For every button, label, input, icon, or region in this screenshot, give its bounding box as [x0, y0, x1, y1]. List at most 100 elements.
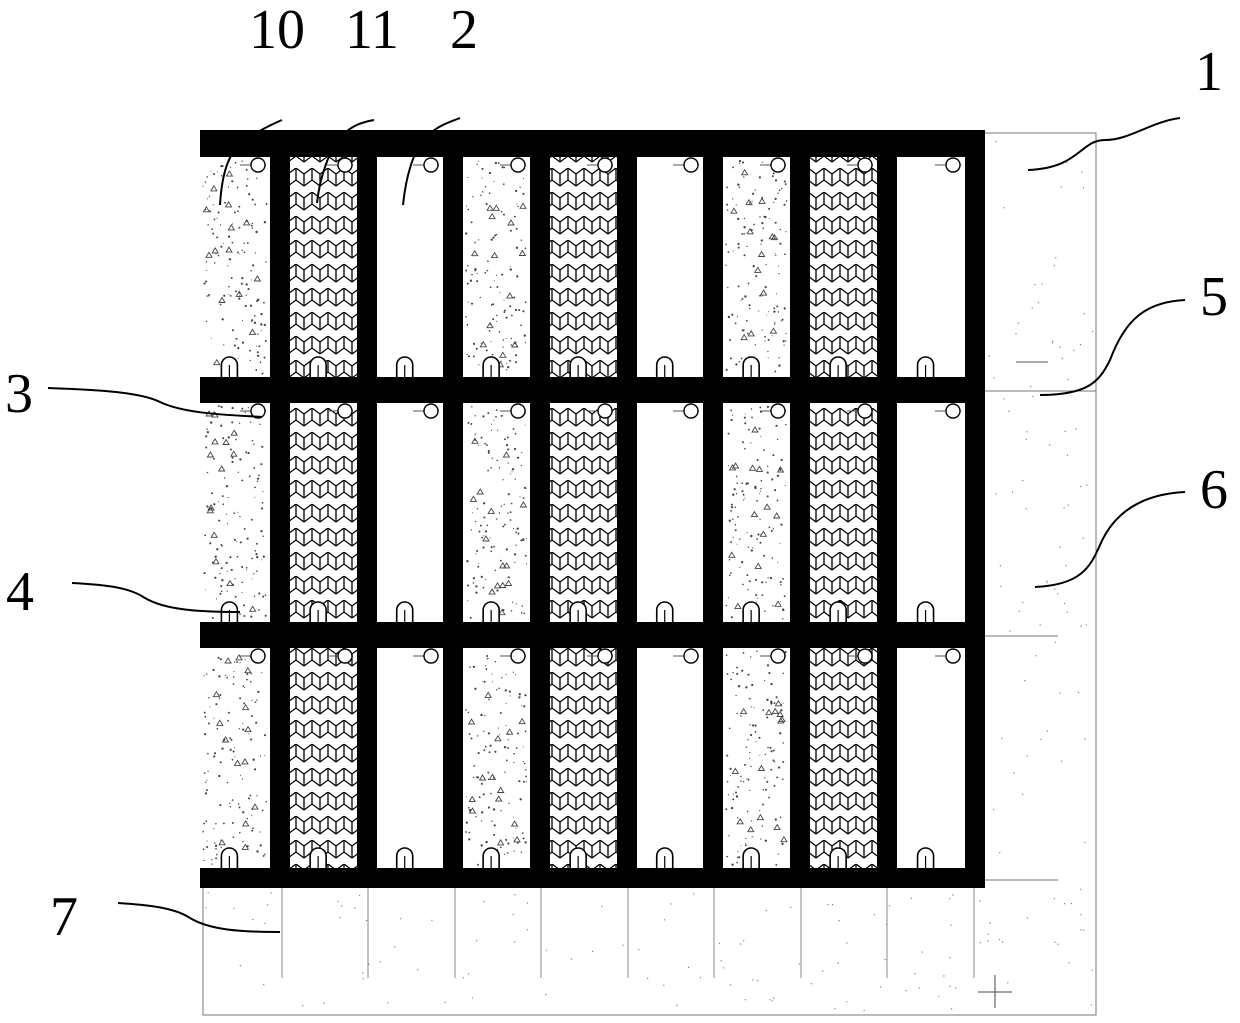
- concrete-speck: [783, 742, 784, 743]
- concrete-speck: [778, 364, 780, 366]
- concrete-speck: [206, 780, 207, 781]
- anchor-circle: [684, 158, 698, 172]
- concrete-speck: [731, 419, 733, 421]
- concrete-speck: [524, 694, 526, 696]
- concrete-speck: [751, 408, 753, 410]
- soil-dot: [670, 903, 671, 904]
- concrete-speck: [251, 715, 253, 717]
- concrete-speck: [487, 470, 489, 472]
- concrete-speck: [725, 265, 726, 266]
- concrete-speck: [770, 577, 772, 579]
- concrete-speck: [206, 295, 208, 297]
- concrete-speck: [205, 535, 207, 537]
- concrete-speck: [500, 846, 502, 848]
- concrete-speck: [485, 746, 487, 748]
- concrete-speck: [482, 681, 483, 682]
- concrete-speck: [759, 407, 761, 409]
- concrete-speck: [742, 329, 744, 331]
- concrete-speck: [257, 478, 259, 480]
- concrete-speck: [739, 567, 740, 568]
- soil-dot: [527, 929, 528, 930]
- concrete-speck: [485, 841, 487, 843]
- soil-dot: [341, 905, 342, 906]
- concrete-speck: [773, 307, 775, 309]
- concrete-speck: [486, 655, 488, 657]
- concrete-speck: [235, 162, 237, 164]
- concrete-speck: [773, 202, 774, 203]
- concrete-speck: [761, 239, 763, 241]
- concrete-speck: [257, 355, 259, 357]
- label-3: 3: [5, 363, 33, 425]
- concrete-speck: [491, 430, 492, 431]
- concrete-speck: [238, 803, 240, 805]
- concrete-speck: [220, 224, 221, 225]
- soil-dot: [1054, 265, 1055, 266]
- concrete-speck: [781, 320, 782, 321]
- concrete-speck: [209, 196, 210, 197]
- soil-dot: [1080, 344, 1081, 345]
- concrete-speck: [760, 488, 762, 490]
- concrete-speck: [252, 440, 254, 442]
- concrete-speck: [763, 555, 765, 557]
- concrete-speck: [747, 589, 748, 590]
- concrete-speck: [755, 487, 757, 489]
- concrete-speck: [773, 528, 774, 529]
- concrete-speck: [505, 839, 507, 841]
- soil-dot: [1002, 941, 1003, 942]
- concrete-speck: [737, 243, 739, 245]
- concrete-speck: [472, 512, 473, 513]
- concrete-speck: [503, 300, 504, 301]
- concrete-speck: [494, 751, 496, 753]
- soil-dot: [1078, 692, 1079, 693]
- concrete-speck: [251, 558, 253, 560]
- concrete-speck: [261, 446, 263, 448]
- concrete-speck: [749, 790, 750, 791]
- concrete-speck: [773, 750, 775, 752]
- concrete-speck: [730, 357, 732, 359]
- concrete-speck: [740, 300, 741, 301]
- concrete-speck: [485, 186, 487, 188]
- concrete-speck: [251, 319, 253, 321]
- concrete-speck: [747, 333, 749, 335]
- concrete-speck: [260, 313, 262, 315]
- concrete-speck: [750, 535, 752, 537]
- concrete-speck: [755, 189, 756, 190]
- concrete-speck: [494, 235, 496, 237]
- concrete-speck: [476, 164, 477, 165]
- concrete-speck: [763, 789, 765, 791]
- concrete-speck: [225, 675, 226, 676]
- concrete-speck: [503, 479, 504, 480]
- concrete-speck: [466, 796, 467, 797]
- concrete-speck: [248, 733, 249, 734]
- concrete-speck: [495, 661, 496, 662]
- concrete-speck: [242, 811, 244, 813]
- concrete-speck: [224, 477, 225, 478]
- concrete-speck: [767, 664, 769, 666]
- concrete-speck: [206, 674, 207, 675]
- concrete-speck: [210, 421, 212, 423]
- concrete-speck: [229, 258, 231, 260]
- soil-dot: [822, 971, 823, 972]
- concrete-speck: [728, 433, 730, 435]
- cell-background: [463, 648, 530, 868]
- soil-dot: [417, 969, 418, 970]
- anchor-circle: [858, 158, 872, 172]
- soil-dot: [264, 923, 265, 924]
- concrete-speck: [749, 758, 750, 759]
- concrete-speck: [241, 582, 243, 584]
- soil-dot: [889, 905, 890, 906]
- concrete-speck: [265, 261, 266, 262]
- concrete-speck: [213, 828, 214, 829]
- soil-dot: [263, 984, 264, 985]
- concrete-speck: [214, 262, 216, 264]
- concrete-speck: [231, 457, 233, 459]
- concrete-speck: [523, 781, 525, 783]
- concrete-speck: [228, 236, 230, 238]
- concrete-speck: [256, 570, 258, 572]
- concrete-speck: [780, 524, 782, 526]
- soil-dot: [1038, 302, 1039, 303]
- concrete-speck: [491, 341, 492, 342]
- concrete-speck: [751, 684, 753, 686]
- soil-dot: [1071, 903, 1072, 904]
- concrete-speck: [785, 424, 787, 426]
